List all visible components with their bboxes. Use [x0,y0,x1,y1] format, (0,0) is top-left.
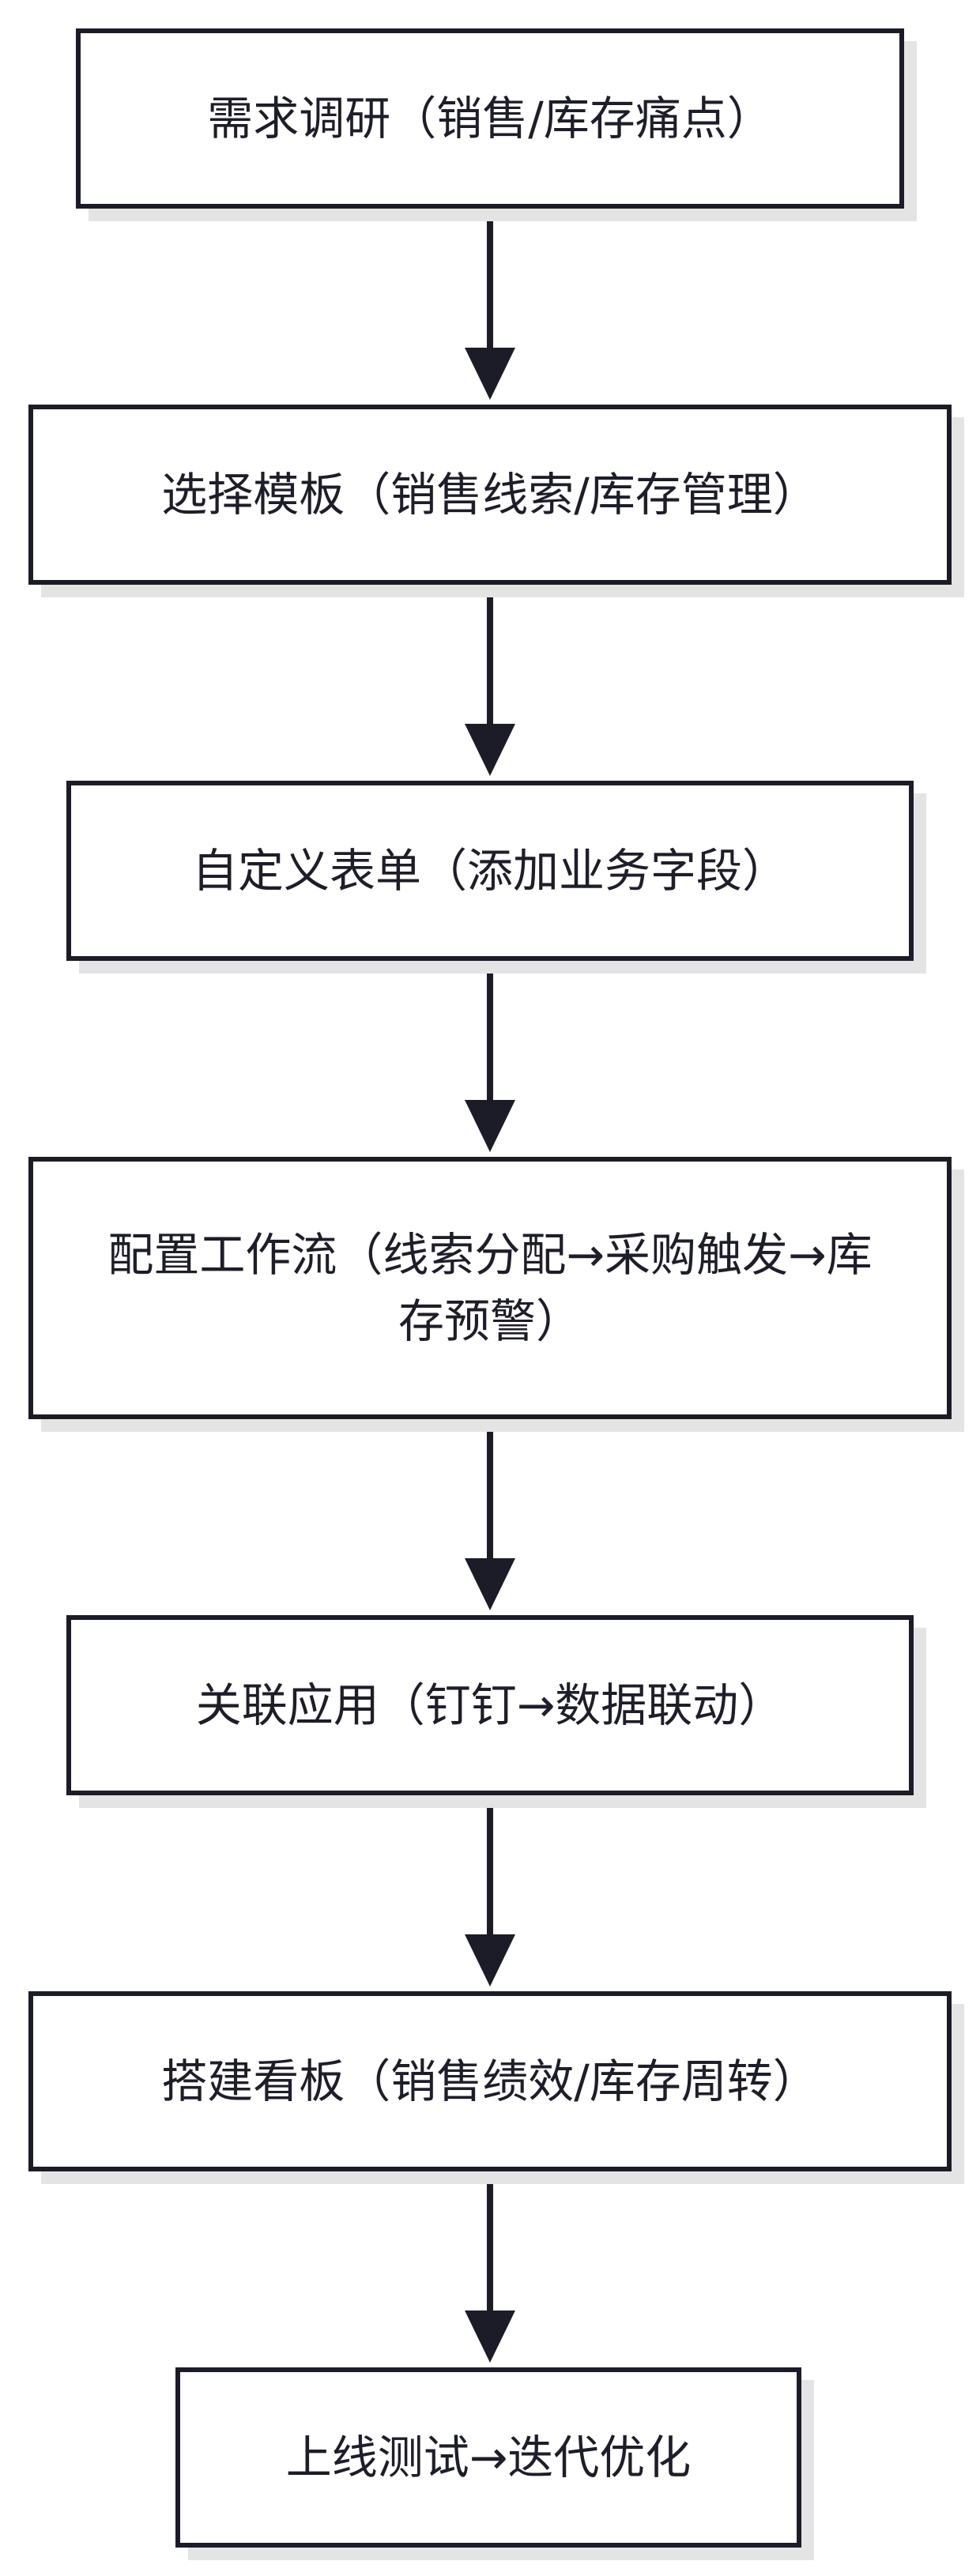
arrowhead-2-3 [465,724,515,776]
step-select-template: 选择模板（销售线索/库存管理） [28,405,952,585]
step-link-apps: 关联应用（钉钉→数据联动） [66,1615,914,1795]
step-label: 上线测试→迭代优化 [285,2430,692,2484]
step-build-dashboard: 搭建看板（销售绩效/库存周转） [28,1991,952,2171]
step-label: 选择模板（销售线索/库存管理） [161,467,819,522]
arrowhead-1-2 [465,348,515,400]
step-requirements-research: 需求调研（销售/库存痛点） [76,28,904,209]
step-label: 搭建看板（销售绩效/库存周转） [161,2054,819,2108]
step-launch-test: 上线测试→迭代优化 [175,2367,801,2548]
step-label: 关联应用（钉钉→数据联动） [195,1678,785,1732]
step-label: 需求调研（销售/库存痛点） [207,91,773,145]
arrowhead-5-6 [465,1934,515,1987]
arrowhead-3-4 [465,1100,515,1152]
arrowhead-6-7 [465,2310,515,2363]
arrowhead-4-5 [465,1558,515,1610]
step-custom-form: 自定义表单（添加业务字段） [66,781,914,961]
step-label: 自定义表单（添加业务字段） [191,843,788,898]
step-configure-workflow: 配置工作流（线索分配→采购触发→库存预警） [28,1157,952,1419]
step-label: 配置工作流（线索分配→采购触发→库存预警） [107,1227,873,1348]
